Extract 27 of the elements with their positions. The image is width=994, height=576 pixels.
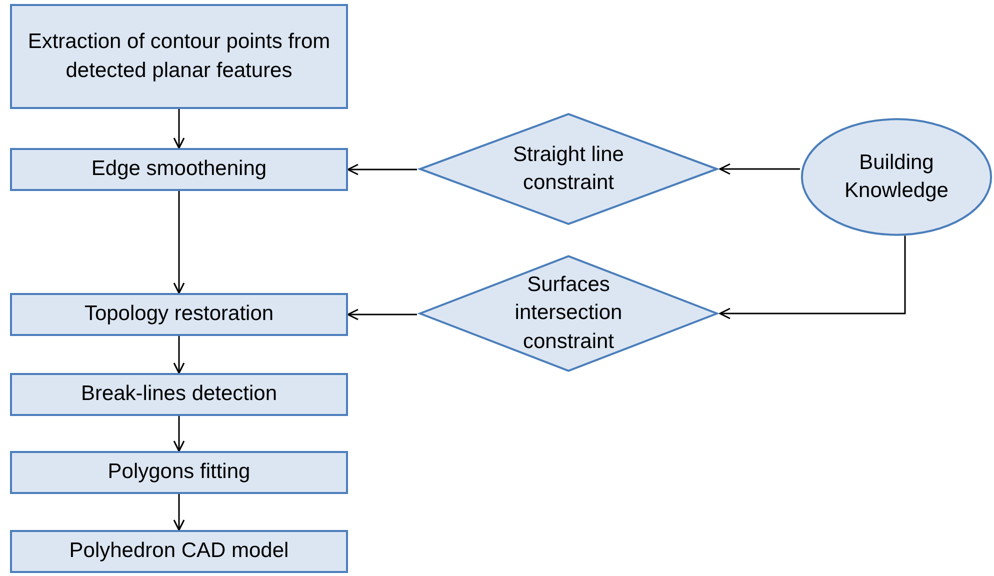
node-label: Building Knowledge [844, 150, 950, 204]
process-box [10, 530, 348, 573]
node-label: Surfaces intersection constraint [514, 272, 624, 355]
arrow [347, 164, 417, 176]
arrow [173, 191, 185, 294]
node-label: Polyhedron CAD model [69, 538, 289, 564]
process-box [10, 293, 348, 336]
process-box [10, 148, 348, 191]
arrow [347, 308, 417, 320]
decision-diamond [417, 255, 720, 372]
arrow [719, 236, 906, 320]
arrow [173, 336, 185, 374]
node-label: Break-lines detection [80, 381, 278, 408]
node-label: Topology restoration [84, 301, 274, 328]
node-label: Straight line constraint [512, 142, 625, 196]
decision-diamond [417, 113, 720, 225]
node-label: Polygons fitting [108, 459, 250, 486]
node-label: Extraction of contour points from detected planar features [26, 29, 332, 84]
arrow [173, 416, 185, 452]
process-box [10, 373, 348, 416]
process-box [10, 451, 348, 494]
process-box [10, 4, 348, 109]
arrow [719, 163, 800, 175]
node-label: Edge smoothening [91, 156, 267, 182]
arrow [173, 109, 185, 149]
arrow [173, 494, 185, 531]
knowledge-ellipse [800, 118, 993, 236]
